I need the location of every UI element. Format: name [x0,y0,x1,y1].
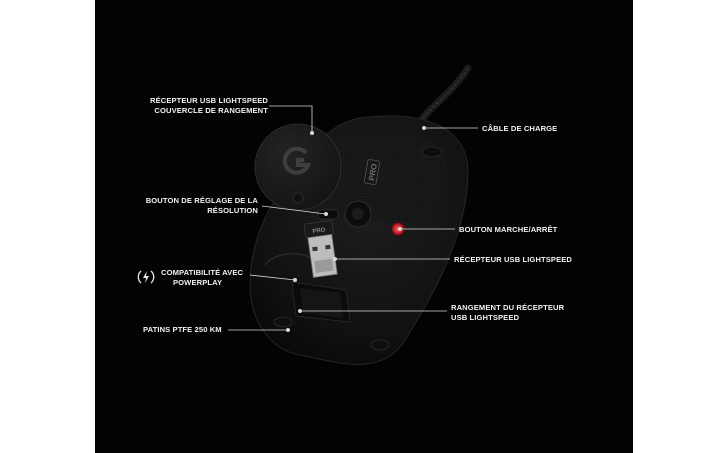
power-button-callout: BOUTON MARCHE/ARRÊT [459,225,557,235]
receiver-cover-label-line1: RÉCEPTEUR USB LIGHTSPEED [149,96,268,105]
logitech-g-logo [282,146,311,175]
usb-receiver-dongle: PRO [303,220,338,278]
wireless-charging-icon [137,270,155,284]
receiver-storage-cover [254,123,342,211]
dpi-button [317,209,339,220]
power-button-label: BOUTON MARCHE/ARRÊT [459,225,558,234]
mouse-pro-badge: PRO [367,163,379,182]
ptfe-feet-callout: PATINS PTFE 250 KM [143,325,222,335]
ptfe-foot [273,316,293,328]
dpi-button-label-line2: RÉSOLUTION [207,205,258,215]
receiver-storage-callout: RANGEMENT DU RÉCEPTEUR USB LIGHTSPEED [451,303,564,322]
dpi-button-label-line1: BOUTON DE RÉGLAGE DE LA [145,196,258,205]
charge-cable-callout: CÂBLE DE CHARGE [482,124,557,134]
callout-lines [228,105,478,332]
ptfe-feet-label: PATINS PTFE 250 KM [143,325,222,334]
receiver-cover-callout: RÉCEPTEUR USB LIGHTSPEED COUVERCLE DE RA… [150,96,268,115]
charge-cable-label: CÂBLE DE CHARGE [482,124,558,133]
powerplay-label-line1: COMPATIBILITÉ AVEC [161,268,244,277]
usb-receiver-label: RÉCEPTEUR USB LIGHTSPEED [454,255,573,264]
dpi-button-callout: BOUTON DE RÉGLAGE DE LA RÉSOLUTION [146,196,258,215]
powerplay-callout: COMPATIBILITÉ AVEC POWERPLAY [161,268,243,287]
receiver-storage-label-line2: USB LIGHTSPEED [451,312,520,322]
powerplay-label-line2: POWERPLAY [173,277,223,287]
receiver-cover-label-line2: COUVERCLE DE RANGEMENT [154,105,268,115]
receiver-storage-label-line1: RANGEMENT DU RÉCEPTEUR [451,303,565,312]
usb-receiver-callout: RÉCEPTEUR USB LIGHTSPEED [454,255,572,265]
dongle-pro-badge: PRO [312,227,326,235]
